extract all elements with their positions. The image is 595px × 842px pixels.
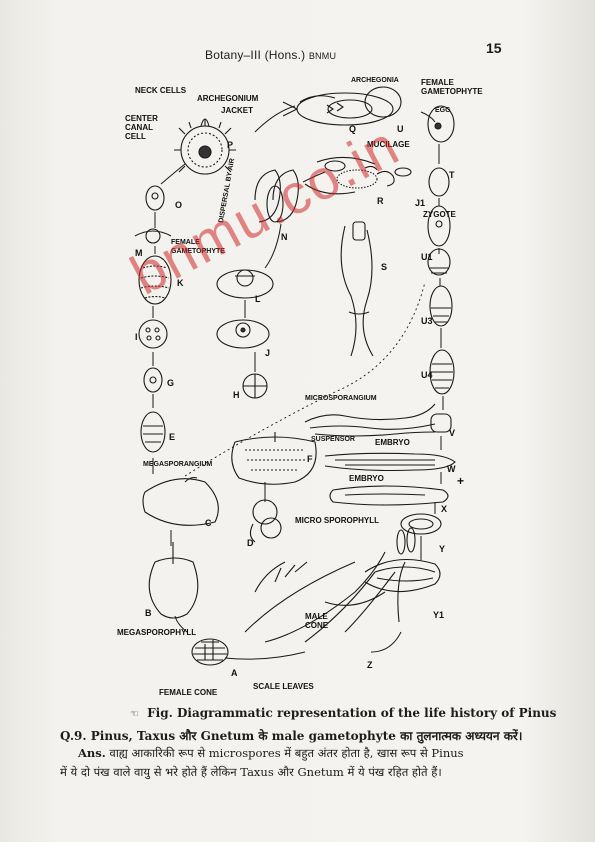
- label-mucilage: MUCILAGE: [367, 140, 410, 149]
- archegonium-drawing: [174, 118, 236, 175]
- mucilage-drawing: [304, 156, 412, 195]
- pollen-grain-l-drawing: [216, 269, 274, 299]
- letter-b: B: [145, 608, 152, 618]
- label-egg: EGG: [435, 107, 451, 114]
- label-megasporangium: MEGASPORANGIUM: [143, 461, 213, 468]
- letter-v: V: [449, 428, 456, 438]
- caption-pointer-icon: ☜: [130, 709, 139, 720]
- suspensor-embryo-v-drawing: [304, 403, 452, 437]
- life-cycle-diagram: [134, 86, 456, 666]
- cycle-dotted-line: [184, 281, 426, 477]
- letter-h: H: [233, 390, 240, 400]
- megasporangium-e-drawing: [140, 411, 166, 453]
- letter-l: L: [255, 294, 261, 304]
- answer-line-1: वाह्य आकारिकी रूप से microspores में बहु…: [109, 746, 464, 760]
- letter-y1: Y1: [433, 610, 445, 620]
- label-neck-cells: NECK CELLS: [135, 86, 187, 95]
- label-female-gametophyte-top: FEMALE GAMETOPHYTE: [421, 78, 483, 96]
- letter-x: X: [441, 504, 448, 514]
- letter-i: I: [135, 332, 138, 342]
- question-q9: Q.9. Pinus, Taxus और Gnetum के male game…: [60, 729, 523, 743]
- proembryo-u4-drawing: [429, 349, 455, 395]
- megaspore-g-drawing: [143, 367, 163, 393]
- label-jacket: JACKET: [221, 106, 254, 115]
- microspore-tetrad-h-drawing: [242, 373, 268, 399]
- gametophyte-o-drawing: [145, 185, 165, 211]
- label-megasporophyll: MEGASPOROPHYLL: [117, 628, 197, 637]
- embryo-w-drawing: [324, 452, 456, 472]
- label-embryo-2: EMBRYO: [349, 474, 384, 483]
- letter-f: F: [307, 454, 313, 464]
- label-center-canal-cell: CENTER CANAL CELL: [125, 114, 158, 141]
- pinus-tree-z-drawing: [244, 527, 416, 643]
- letter-e: E: [169, 432, 176, 442]
- label-micro-sporophyll: MICRO SPOROPHYLL: [295, 516, 380, 525]
- gametophyte-m-drawing: [134, 228, 172, 244]
- letter-u3: U3: [421, 316, 433, 326]
- label-female-cone: FEMALE CONE: [159, 688, 218, 697]
- label-suspensor: SUSPENSOR: [311, 436, 355, 443]
- label-archegonium: ARCHEGONIUM: [197, 94, 259, 103]
- zygote-drawing: [427, 167, 451, 247]
- letter-w: W: [447, 464, 456, 474]
- page-number: 15: [486, 40, 502, 56]
- gametophyte-i-drawing: [138, 319, 168, 349]
- label-scale-leaves: SCALE LEAVES: [253, 682, 314, 691]
- letter-g: G: [167, 378, 175, 388]
- running-head-suffix: BNMU: [308, 51, 337, 61]
- letter-k: K: [177, 278, 184, 288]
- seedling-y1-drawing: [364, 559, 441, 623]
- embryo-x-drawing: [329, 485, 449, 506]
- letter-z: Z: [367, 660, 373, 670]
- letter-q: Q: [349, 124, 357, 134]
- letter-t: T: [449, 170, 455, 180]
- letter-y: Y: [439, 544, 446, 554]
- letter-u4: U4: [421, 370, 433, 380]
- pollen-tube-s-drawing: [340, 221, 374, 357]
- letter-n: N: [281, 232, 288, 242]
- microsporangium-f-drawing: [231, 432, 317, 485]
- letter-plus: +: [457, 474, 465, 488]
- megasporophyll-b-drawing: [148, 542, 199, 619]
- letter-c: C: [205, 518, 212, 528]
- label-zygote: ZYGOTE: [423, 210, 456, 219]
- female-gametophyte-k-drawing: [138, 255, 172, 305]
- pinus-life-cycle-figure: NECK CELLS ARCHEGONIUM JACKET CENTER CAN…: [105, 72, 485, 707]
- letter-m: M: [135, 248, 143, 258]
- proembryo-u3-drawing: [429, 285, 453, 327]
- page-header: Botany–III (Hons.) BNMU 15: [0, 40, 595, 64]
- label-embryo-1: EMBRYO: [375, 438, 410, 447]
- figure-caption: ☜ Fig. Diagrammatic representation of th…: [130, 706, 556, 720]
- letter-r: R: [377, 196, 384, 206]
- micro-sporophyll-d-drawing: [249, 499, 282, 543]
- pollen-grain-j-drawing: [216, 319, 270, 349]
- letter-s: S: [381, 262, 388, 272]
- ovule-c-drawing: [142, 476, 219, 526]
- answer-label: Ans.: [78, 746, 106, 760]
- female-cone-a-drawing: [191, 638, 229, 666]
- label-female-gametophyte-mid: FEMALE GAMETOPHYTE: [171, 239, 225, 255]
- letter-u: U: [397, 124, 404, 134]
- egg-drawing: [427, 105, 455, 143]
- pollen-n-drawing: [254, 169, 299, 223]
- ovule-q-drawing: [282, 86, 402, 126]
- seed-y-drawing: [400, 513, 442, 535]
- letter-a: A: [231, 668, 238, 678]
- label-archegonia: ARCHEGONIA: [351, 77, 399, 84]
- answer-line-2: में ये दो पंख वाले वायु से भरे होते हैं …: [60, 765, 442, 779]
- running-head-title: Botany–III (Hons.): [205, 48, 306, 62]
- label-microsporangium: MICROSPORANGIUM: [305, 395, 377, 402]
- cycle-arrows: [152, 105, 444, 660]
- letter-j1: J1: [415, 198, 426, 208]
- letter-o: O: [175, 200, 183, 210]
- running-head: Botany–III (Hons.) BNMU: [205, 48, 336, 62]
- caption-text: Fig. Diagrammatic representation of the …: [147, 706, 557, 720]
- letter-d: D: [247, 538, 254, 548]
- letter-u1: U1: [421, 252, 433, 262]
- letter-j: J: [265, 348, 271, 358]
- letter-p: P: [227, 140, 234, 150]
- answer-paragraph: Ans. वाह्य आकारिकी रूप से microspores मे…: [60, 744, 525, 782]
- label-male-cone: MALE CONE: [305, 612, 329, 630]
